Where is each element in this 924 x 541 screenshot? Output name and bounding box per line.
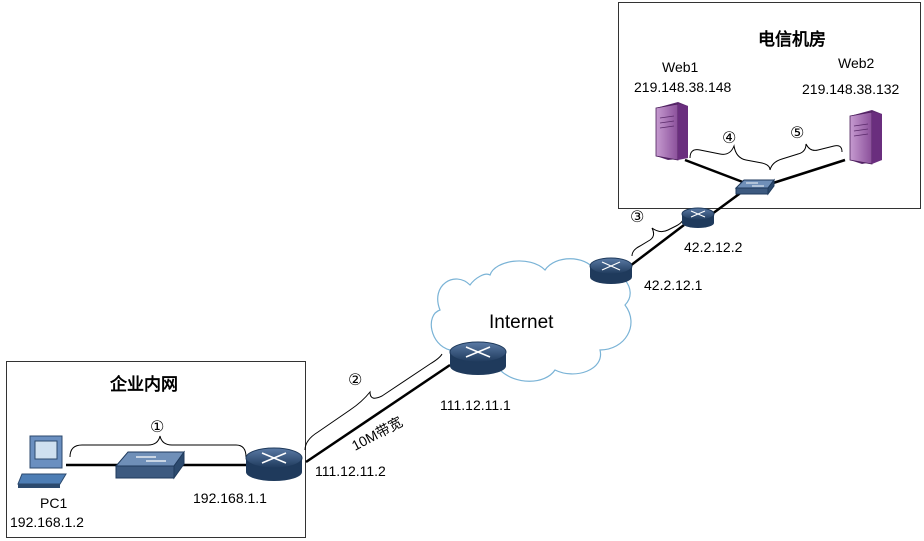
router-wan-ip: 111.12.11.2 [315,463,386,479]
brace-4 [689,144,771,171]
lan-switch-icon[interactable] [114,450,185,480]
brace-2 [304,353,443,451]
datacenter-zone [618,2,921,209]
enterprise-router-icon[interactable] [245,447,303,481]
web1-ip: 219.148.38.148 [634,79,732,95]
brace-1 [69,435,247,458]
web2-marker-5: ⑤ [790,123,804,142]
pc-ip: 192.168.1.2 [10,514,84,530]
brace-5 [769,143,843,171]
enterprise-title: 企业内网 [109,374,178,395]
link-switch-web2 [769,158,846,186]
segment-marker-1: ① [150,417,164,436]
link-wan [305,363,451,464]
uplink-marker-3: ③ [630,207,644,226]
datacenter-switch-icon[interactable] [734,178,775,196]
internet-label: Internet [489,312,554,333]
edge-router-ip: 111.12.11.1 [440,397,511,413]
internet-far-router-icon[interactable] [589,257,633,284]
web2-server-icon[interactable] [849,110,882,165]
datacenter-router-icon[interactable] [681,207,715,228]
web1-server-icon[interactable] [655,102,688,161]
datacenter-title: 电信机房 [758,29,826,50]
web1-name: Web1 [662,59,699,75]
web2-name: Web2 [838,55,875,71]
pc-name: PC1 [40,495,67,511]
far-router-ip: 42.2.12.1 [644,277,703,293]
wan-marker-2: ② [348,370,362,389]
braces [69,143,843,458]
pc-icon[interactable] [17,435,67,488]
link-switch-web1 [684,158,749,186]
link-internet-dc [629,224,685,267]
dc-router-ip: 42.2.12.2 [684,239,743,255]
router-lan-ip: 192.168.1.1 [193,490,267,506]
web2-ip: 219.148.38.132 [802,81,900,97]
web1-marker-4: ④ [722,128,736,147]
brace-3 [631,215,685,257]
wan-bandwidth: 10M带宽 [349,414,405,454]
internet-edge-router-icon[interactable] [449,341,507,375]
